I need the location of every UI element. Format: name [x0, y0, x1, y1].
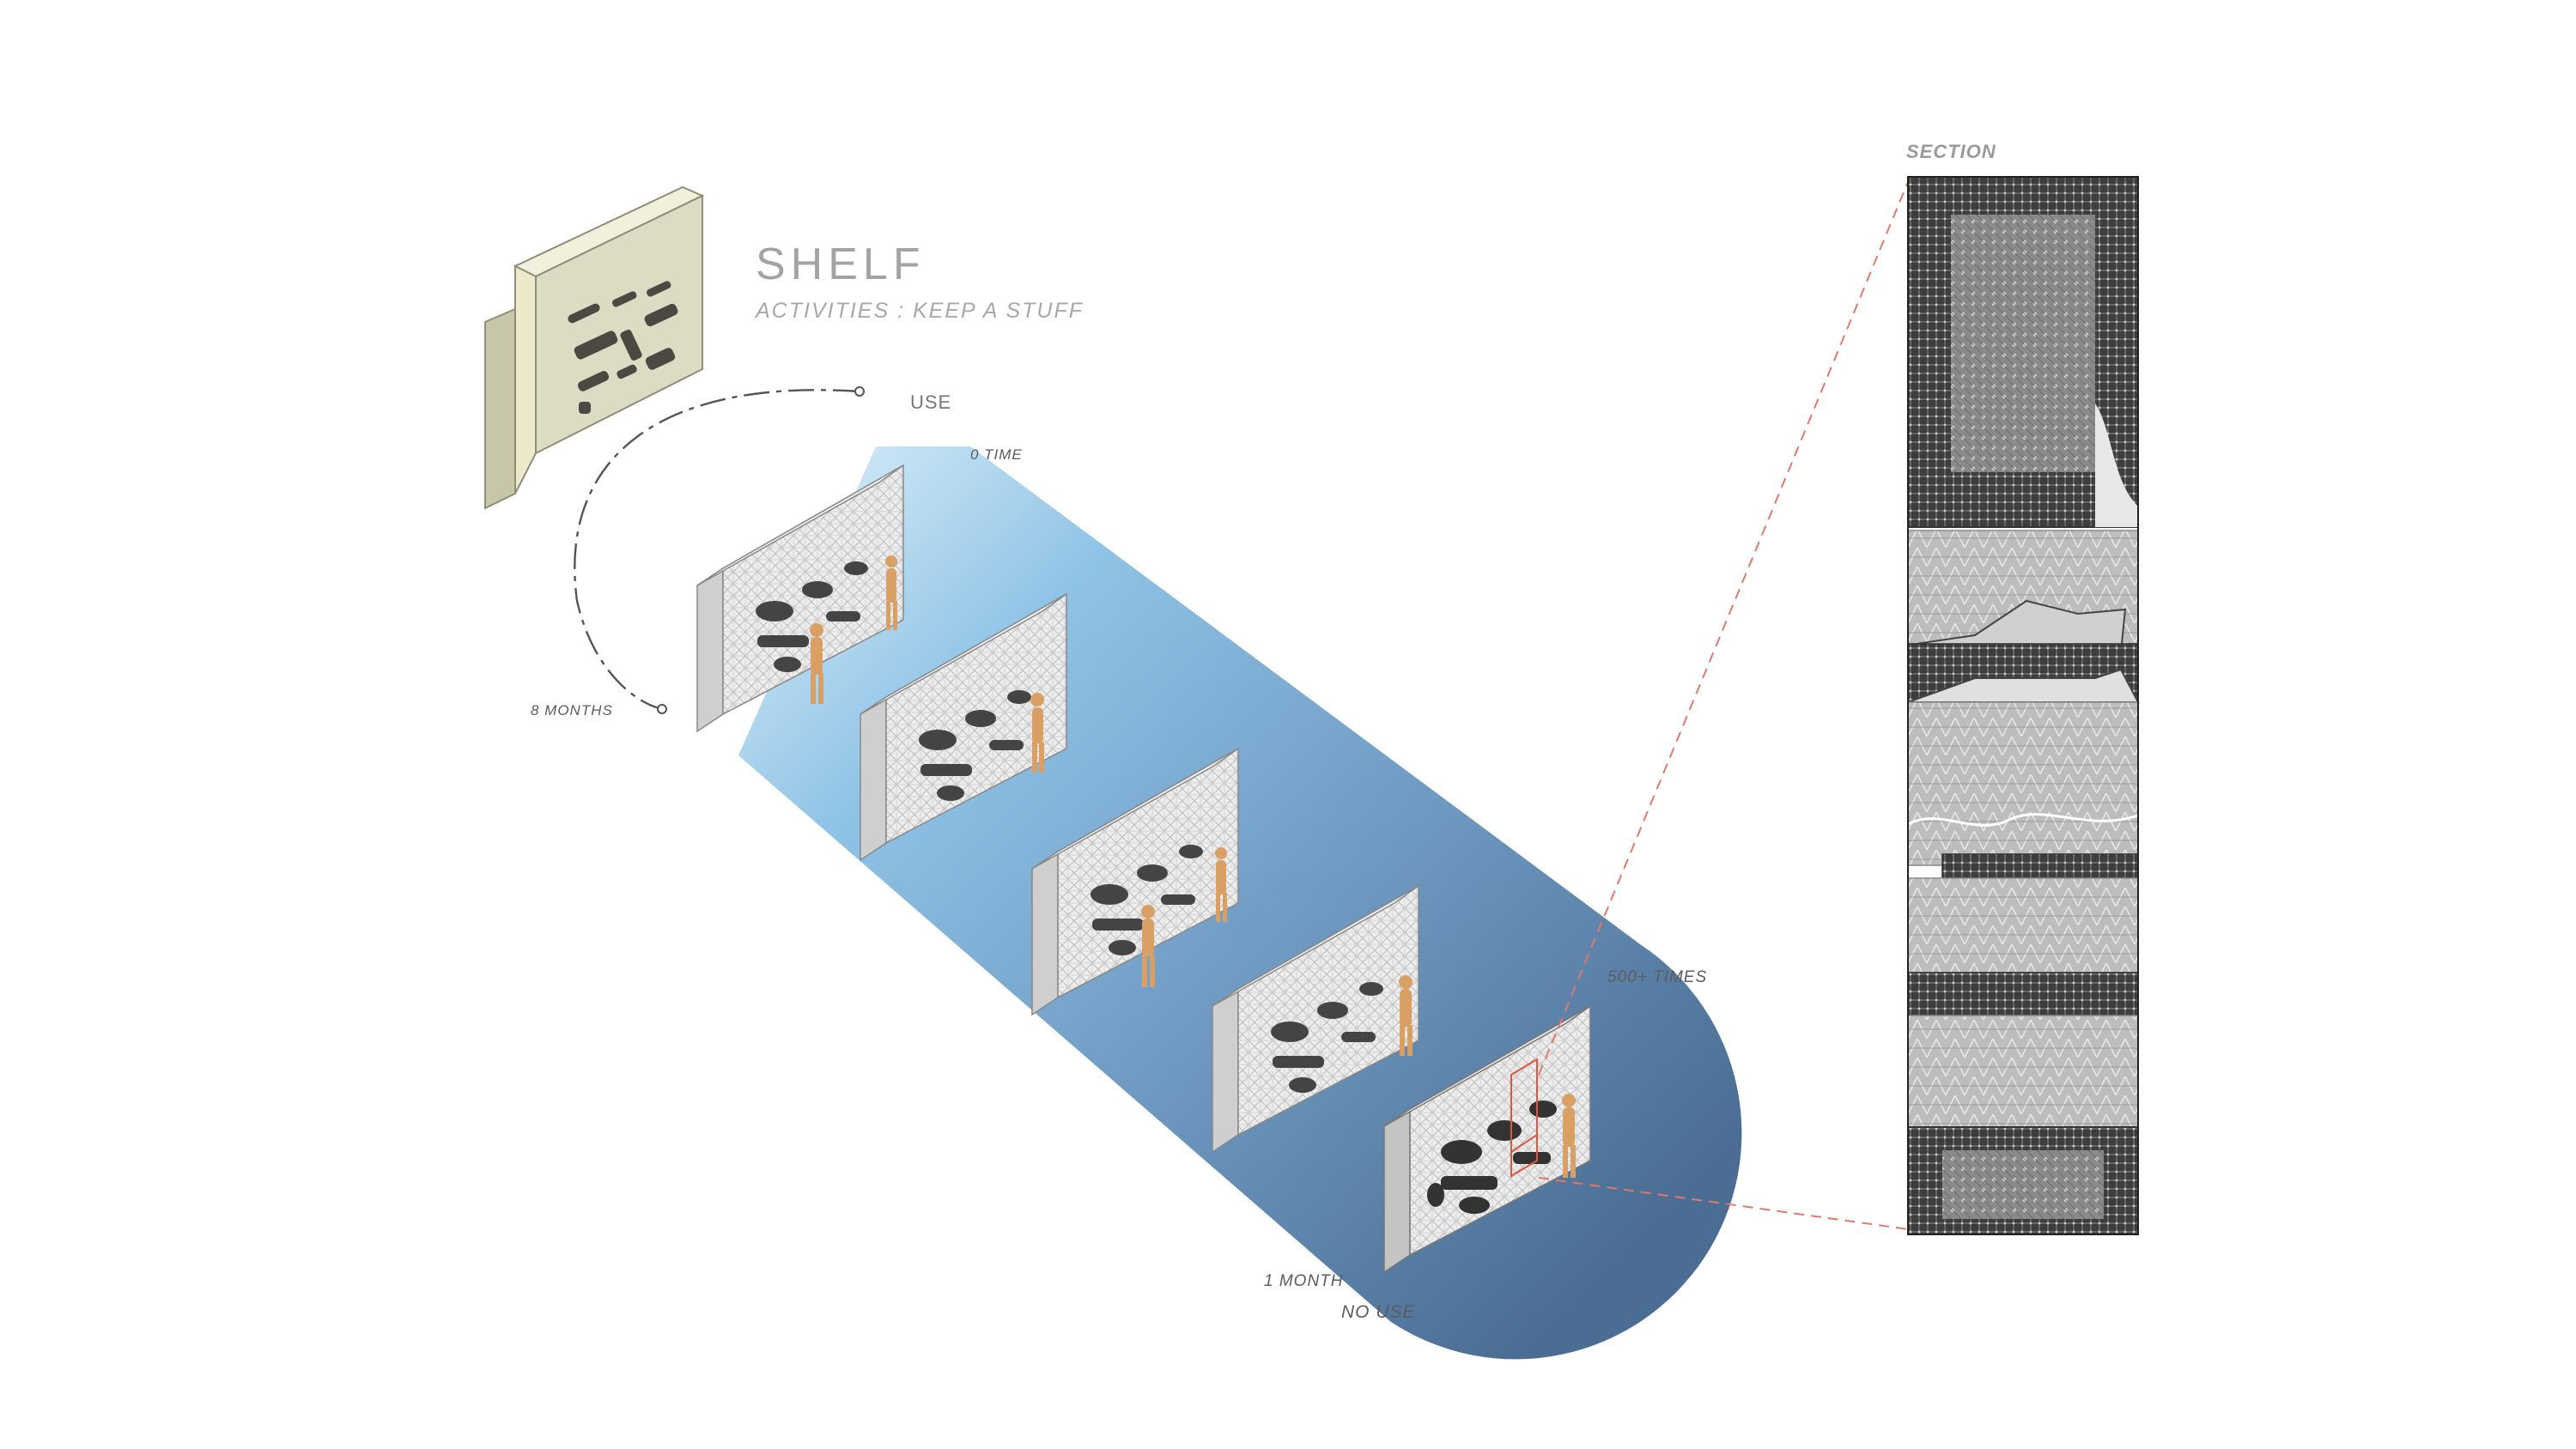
- usage-cycle-arc: [574, 389, 860, 711]
- no-use-label: NO USE: [1341, 1302, 1416, 1322]
- arc-end-marker: [657, 704, 667, 714]
- one-month-label: 1 MONTH: [1264, 1272, 1344, 1290]
- section-cut-marker: [1510, 1058, 1538, 1178]
- shelf-stage-2: [860, 592, 1067, 862]
- eight-months-label: 8 MONTHS: [531, 702, 613, 718]
- five-hundred-times-label: 500+ TIMES: [1607, 968, 1708, 986]
- shelf-stage-1: [696, 464, 904, 733]
- section-label: SECTION: [1906, 141, 1996, 162]
- shelf-stage-5: [1383, 1004, 1591, 1274]
- arc-start-marker: [854, 386, 865, 397]
- zero-time-label: 0 TIME: [970, 446, 1023, 463]
- shelf-stage-3: [1031, 747, 1239, 1016]
- activity-subtitle: ACTIVITIES : KEEP A STUFF: [756, 299, 1084, 323]
- shelf-stage-4: [1212, 884, 1419, 1154]
- shelf-model: [484, 185, 705, 510]
- use-label: USE: [910, 391, 952, 413]
- page-title: SHELF: [756, 239, 926, 289]
- section-leader-lines: [1538, 181, 1909, 1230]
- person-figure: [810, 623, 823, 704]
- section-strip: [1907, 176, 2140, 1235]
